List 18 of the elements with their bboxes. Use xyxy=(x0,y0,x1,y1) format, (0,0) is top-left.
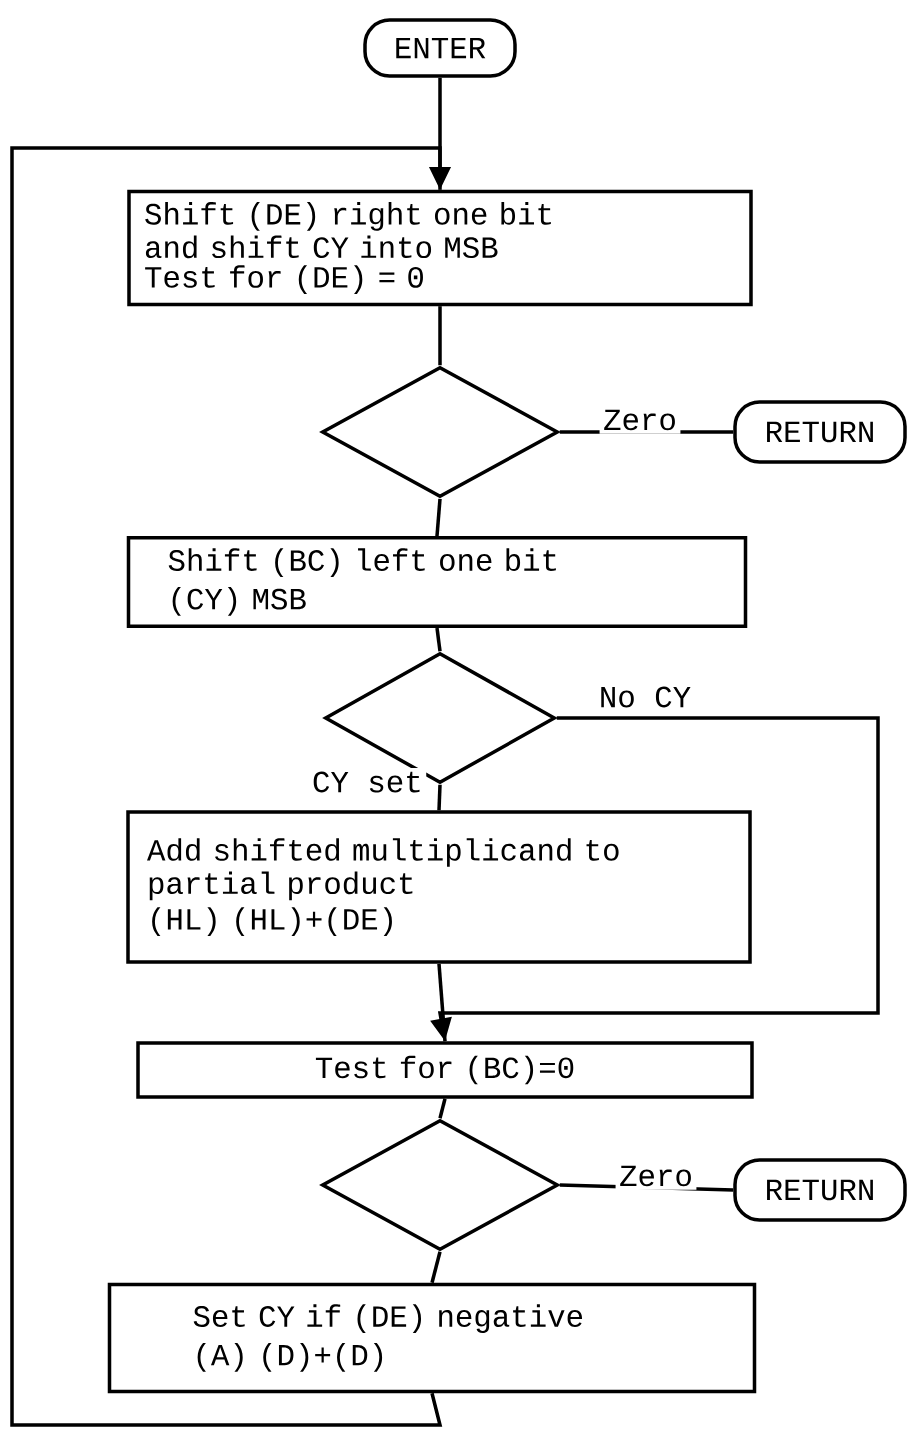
connector-line xyxy=(437,784,442,811)
process-box: Add shifted multiplicand to partial product (HL) (HL)+(DE) xyxy=(126,810,752,964)
connector-line xyxy=(430,1251,442,1284)
connector-line xyxy=(435,627,442,652)
connector-line xyxy=(438,1098,447,1119)
process-box: Shift (DE) right one bit and shift CY into MSB Test for (DE) = 0 xyxy=(127,189,753,307)
process-box: Set CY if (DE) negative (A) (D)+(D) xyxy=(107,1282,757,1394)
process-box: Test for (BC)=0 xyxy=(136,1041,754,1099)
process-box: Shift (BC) left one bit (CY) MSB xyxy=(126,536,748,628)
connector-line xyxy=(438,77,442,190)
edge-label: No CY xyxy=(595,683,695,711)
edge-label: Zero xyxy=(615,1162,697,1190)
edge-label: Zero xyxy=(599,406,681,434)
arrow xyxy=(10,146,452,1427)
connector-line xyxy=(435,498,442,537)
edge-label: CY set xyxy=(308,768,427,796)
connector-line xyxy=(437,963,447,1042)
connector-line xyxy=(438,306,442,366)
